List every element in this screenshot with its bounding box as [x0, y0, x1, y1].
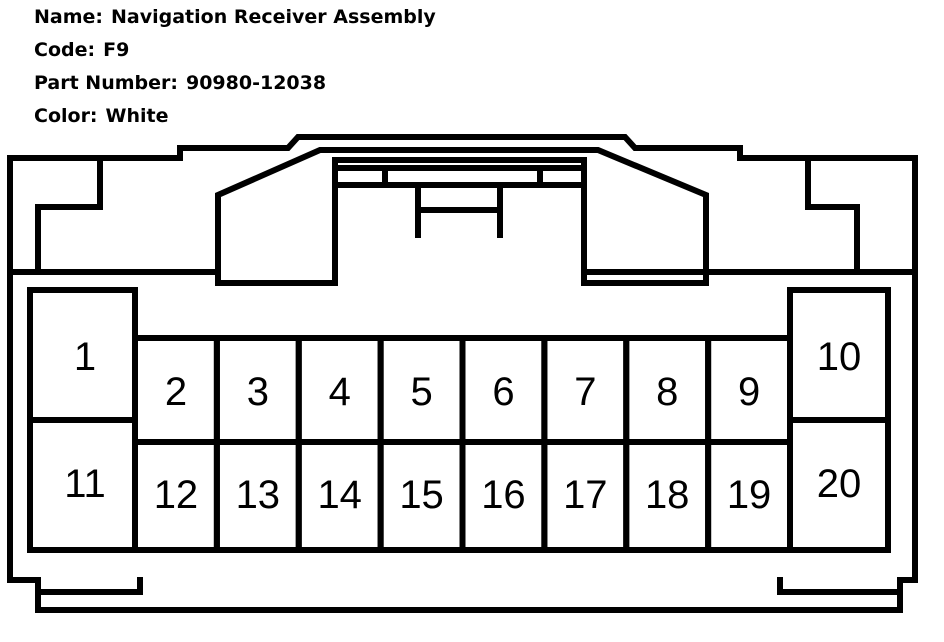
- pin-label-19: 19: [727, 473, 772, 517]
- pin-cell-20: [787, 417, 891, 553]
- pin-label-17: 17: [563, 473, 608, 517]
- pin-label-20: 20: [817, 462, 862, 506]
- pin-label-6: 6: [492, 370, 514, 414]
- left-notch: [35, 155, 103, 275]
- bottom-lip: [35, 577, 903, 595]
- pin-label-15: 15: [399, 473, 444, 517]
- pin-label-7: 7: [574, 370, 596, 414]
- pin-label-3: 3: [247, 370, 269, 414]
- name-value: Navigation Receiver Assembly: [111, 6, 436, 28]
- connector-info: Name: Navigation Receiver Assembly Code: F…: [34, 2, 436, 134]
- part-number-value: 90980-12038: [185, 72, 327, 94]
- code-label: Code:: [34, 39, 96, 61]
- part-number-row: Part Number: 90980-12038: [34, 68, 436, 101]
- right-notch: [805, 155, 860, 275]
- pin-label-13: 13: [236, 473, 281, 517]
- pin-label-2: 2: [165, 370, 187, 414]
- pin-label-14: 14: [317, 473, 362, 517]
- latch-bar: [337, 165, 583, 188]
- pin-label-12: 12: [154, 473, 199, 517]
- pin-label-10: 10: [817, 335, 862, 379]
- housing-outline: [7, 134, 918, 613]
- code-row: Code: F9: [34, 35, 436, 68]
- code-value: F9: [103, 39, 130, 61]
- color-value: White: [105, 105, 169, 127]
- color-label: Color:: [34, 105, 98, 127]
- latch-hooks: [415, 182, 503, 238]
- pin-label-8: 8: [656, 370, 678, 414]
- name-row: Name: Navigation Receiver Assembly: [34, 2, 436, 35]
- pin-label-4: 4: [329, 370, 351, 414]
- latch-housing: [215, 147, 709, 286]
- name-label: Name:: [34, 6, 104, 28]
- color-row: Color: White: [34, 101, 436, 134]
- pin-cells: [27, 287, 891, 553]
- pin-label-16: 16: [481, 473, 526, 517]
- pin-label-9: 9: [738, 370, 760, 414]
- part-number-label: Part Number:: [34, 72, 178, 94]
- pin-label-1: 1: [74, 335, 96, 379]
- pin-label-11: 11: [64, 462, 106, 506]
- pin-label-5: 5: [410, 370, 432, 414]
- pin-label-18: 18: [645, 473, 690, 517]
